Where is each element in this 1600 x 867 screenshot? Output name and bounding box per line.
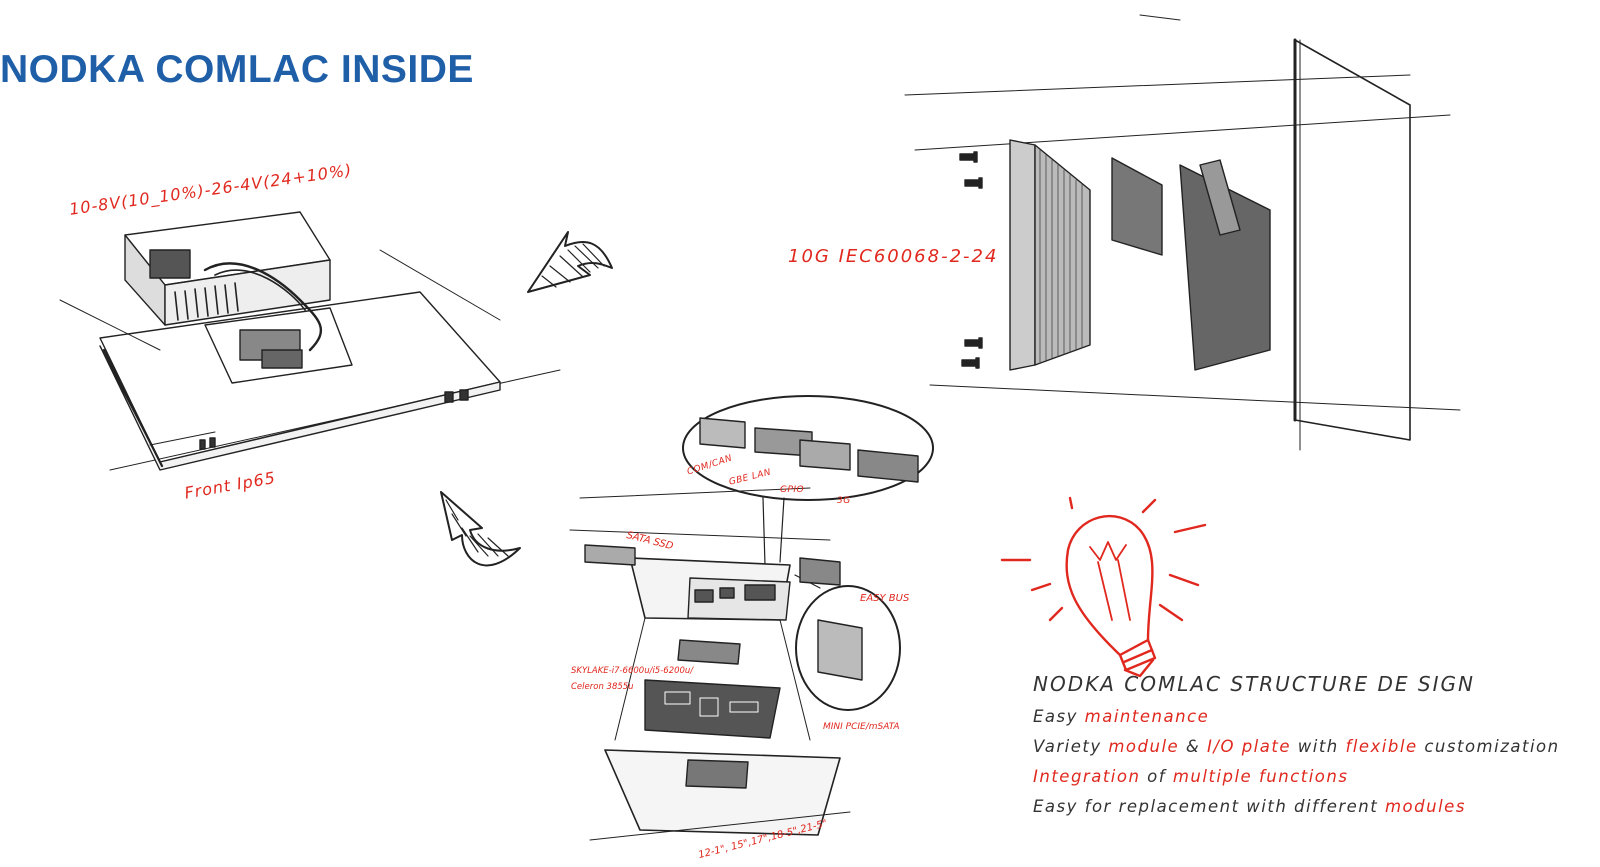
exploded-assembly-sketch — [569, 395, 934, 841]
feature-text: customization — [1417, 737, 1560, 756]
feature-text: Variety — [1033, 737, 1109, 756]
feature-line: Easy for replacement with different modu… — [1033, 792, 1593, 822]
feature-line: Easy maintenance — [1033, 702, 1593, 732]
vibration-spec-label: 10G IEC60068-2-24 — [788, 246, 999, 267]
easy-bus-label: EASY BUS — [860, 593, 910, 604]
feature-highlight: module — [1108, 737, 1180, 756]
feature-highlight: I/O plate — [1207, 737, 1291, 756]
lightbulb-icon — [1000, 496, 1207, 678]
feature-highlight: multiple functions — [1172, 767, 1349, 786]
feature-highlight: maintenance — [1084, 707, 1210, 726]
mini-pcie-label: MINI PCIE/mSATA — [823, 722, 900, 732]
feature-text: Easy — [1033, 707, 1085, 726]
feature-highlight: modules — [1384, 797, 1466, 816]
feature-text: & — [1179, 737, 1208, 756]
screw-icon — [959, 151, 983, 369]
chassis-module-sketch — [904, 14, 1461, 451]
curved-arrow-icon — [527, 231, 613, 293]
feature-text: with — [1291, 737, 1346, 756]
feature-text: of — [1140, 767, 1173, 786]
feature-line: Variety module & I/O plate with flexible… — [1033, 732, 1593, 762]
curved-arrow-icon — [440, 491, 521, 567]
3g-port-label: 3G — [837, 496, 851, 506]
feature-text: Easy for replacement with different — [1033, 797, 1385, 816]
feature-highlight: flexible — [1345, 737, 1418, 756]
feature-line: Integration of multiple functions — [1033, 762, 1593, 792]
panel-pc-back-sketch — [59, 211, 561, 471]
cpu-spec-label: SKYLAKE-i7-6600u/i5-6200u/ — [571, 666, 694, 676]
cpu-spec-label-2: Celeron 3855u — [571, 682, 634, 692]
structure-design-block: NODKA COMLAC STRUCTURE DE SIGN Easy main… — [1033, 672, 1593, 822]
page-title: NODKA COMLAC INSIDE — [0, 48, 474, 91]
feature-highlight: Integration — [1033, 767, 1141, 786]
gpio-port-label: GPIO — [780, 485, 805, 495]
structure-design-heading: NODKA COMLAC STRUCTURE DE SIGN — [1033, 672, 1475, 696]
